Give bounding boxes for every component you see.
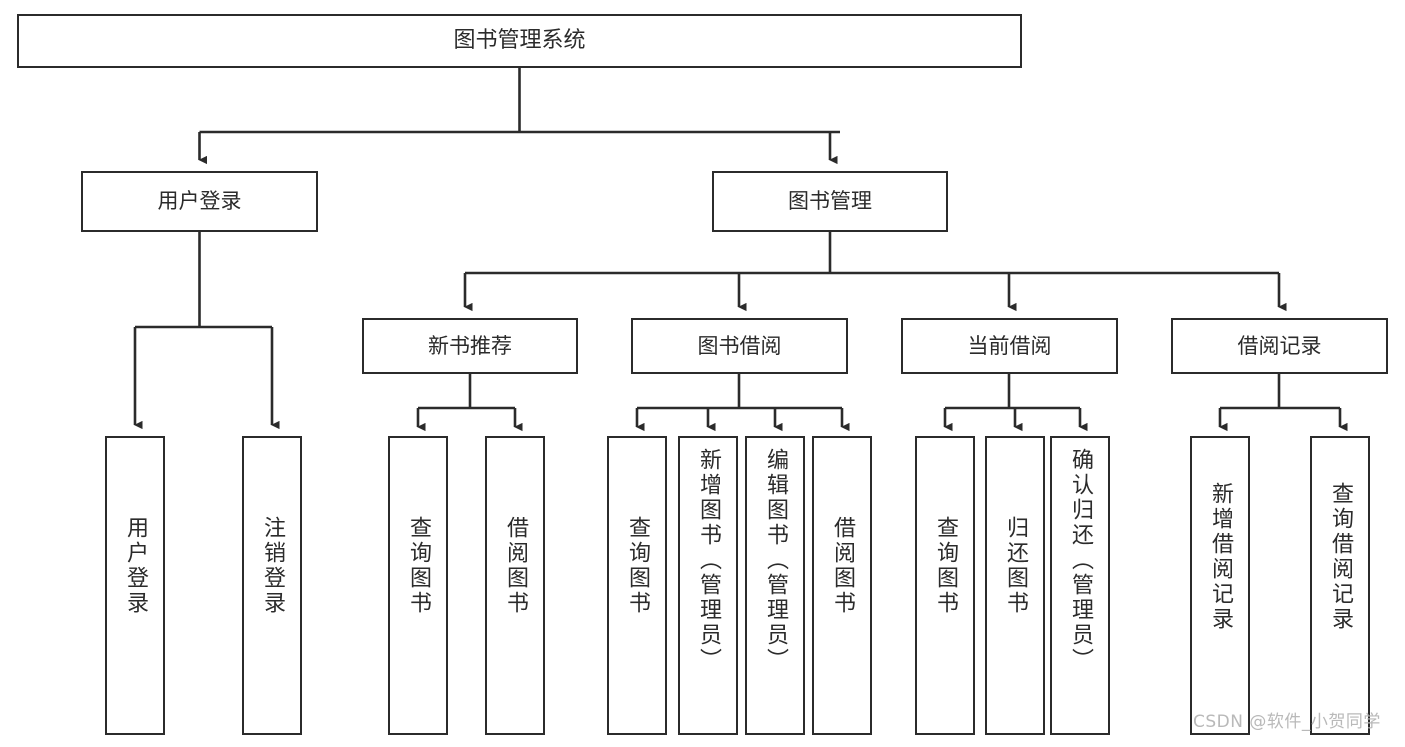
node-user-login[interactable]: 用户登录 [81,171,318,232]
node-leaf-borrow-book-2[interactable]: 借阅图书 [812,436,872,735]
node-new-book-recommend-label: 新书推荐 [428,333,512,358]
node-leaf-return-book[interactable]: 归还图书 [985,436,1045,735]
node-borrow-record-label: 借阅记录 [1237,333,1322,358]
node-leaf-user-login-label: 用户登录 [123,516,148,616]
node-leaf-query-book-2-label: 查询图书 [625,516,650,616]
node-leaf-query-record-label: 查询借阅记录 [1328,482,1353,632]
node-leaf-borrow-book-1-label: 借阅图书 [503,516,528,616]
node-leaf-logout-label: 注销登录 [260,516,285,616]
node-leaf-logout[interactable]: 注销登录 [242,436,302,735]
node-book-borrow[interactable]: 图书借阅 [631,318,848,374]
node-book-manage-label: 图书管理 [788,189,872,214]
node-leaf-query-book-3-label: 查询图书 [933,516,958,616]
node-borrow-record[interactable]: 借阅记录 [1171,318,1388,374]
node-current-borrow-label: 当前借阅 [967,333,1052,358]
csdn-watermark: CSDN @软件_小贺同学 [1193,712,1381,732]
node-new-book-recommend[interactable]: 新书推荐 [362,318,578,374]
node-leaf-borrow-book-1[interactable]: 借阅图书 [485,436,545,735]
edge-borrow-record-to-leaves [1218,374,1348,432]
node-leaf-add-record[interactable]: 新增借阅记录 [1190,436,1250,735]
node-leaf-add-record-label: 新增借阅记录 [1208,482,1233,632]
node-leaf-query-book-3[interactable]: 查询图书 [915,436,975,735]
node-leaf-return-book-label: 归还图书 [1003,516,1028,616]
edge-book-manage-to-level3 [463,232,1287,312]
node-user-login-label: 用户登录 [157,189,242,214]
node-leaf-query-book-1-label: 查询图书 [406,516,431,616]
node-leaf-add-book-label: 新增图书（管理员） [696,448,721,673]
node-leaf-edit-book[interactable]: 编辑图书（管理员） [745,436,805,735]
node-leaf-borrow-book-2-label: 借阅图书 [830,516,855,616]
node-leaf-confirm-return-label: 确认归还（管理员） [1068,448,1093,673]
node-current-borrow[interactable]: 当前借阅 [901,318,1118,374]
edge-book-borrow-to-leaves [635,374,850,432]
edge-new-book-recommend-to-leaves [416,374,523,432]
node-root[interactable]: 图书管理系统 [17,14,1022,68]
node-leaf-user-login[interactable]: 用户登录 [105,436,165,735]
edge-root-to-level2 [198,68,840,165]
node-leaf-query-book-1[interactable]: 查询图书 [388,436,448,735]
node-leaf-query-record[interactable]: 查询借阅记录 [1310,436,1370,735]
node-leaf-edit-book-label: 编辑图书（管理员） [763,448,788,673]
edge-user-login-to-leaves [133,232,280,430]
node-leaf-confirm-return[interactable]: 确认归还（管理员） [1050,436,1110,735]
node-leaf-query-book-2[interactable]: 查询图书 [607,436,667,735]
edge-current-borrow-to-leaves [943,374,1088,432]
node-root-label: 图书管理系统 [453,28,586,54]
node-leaf-add-book[interactable]: 新增图书（管理员） [678,436,738,735]
node-book-borrow-label: 图书借阅 [697,333,782,358]
node-book-manage[interactable]: 图书管理 [712,171,948,232]
